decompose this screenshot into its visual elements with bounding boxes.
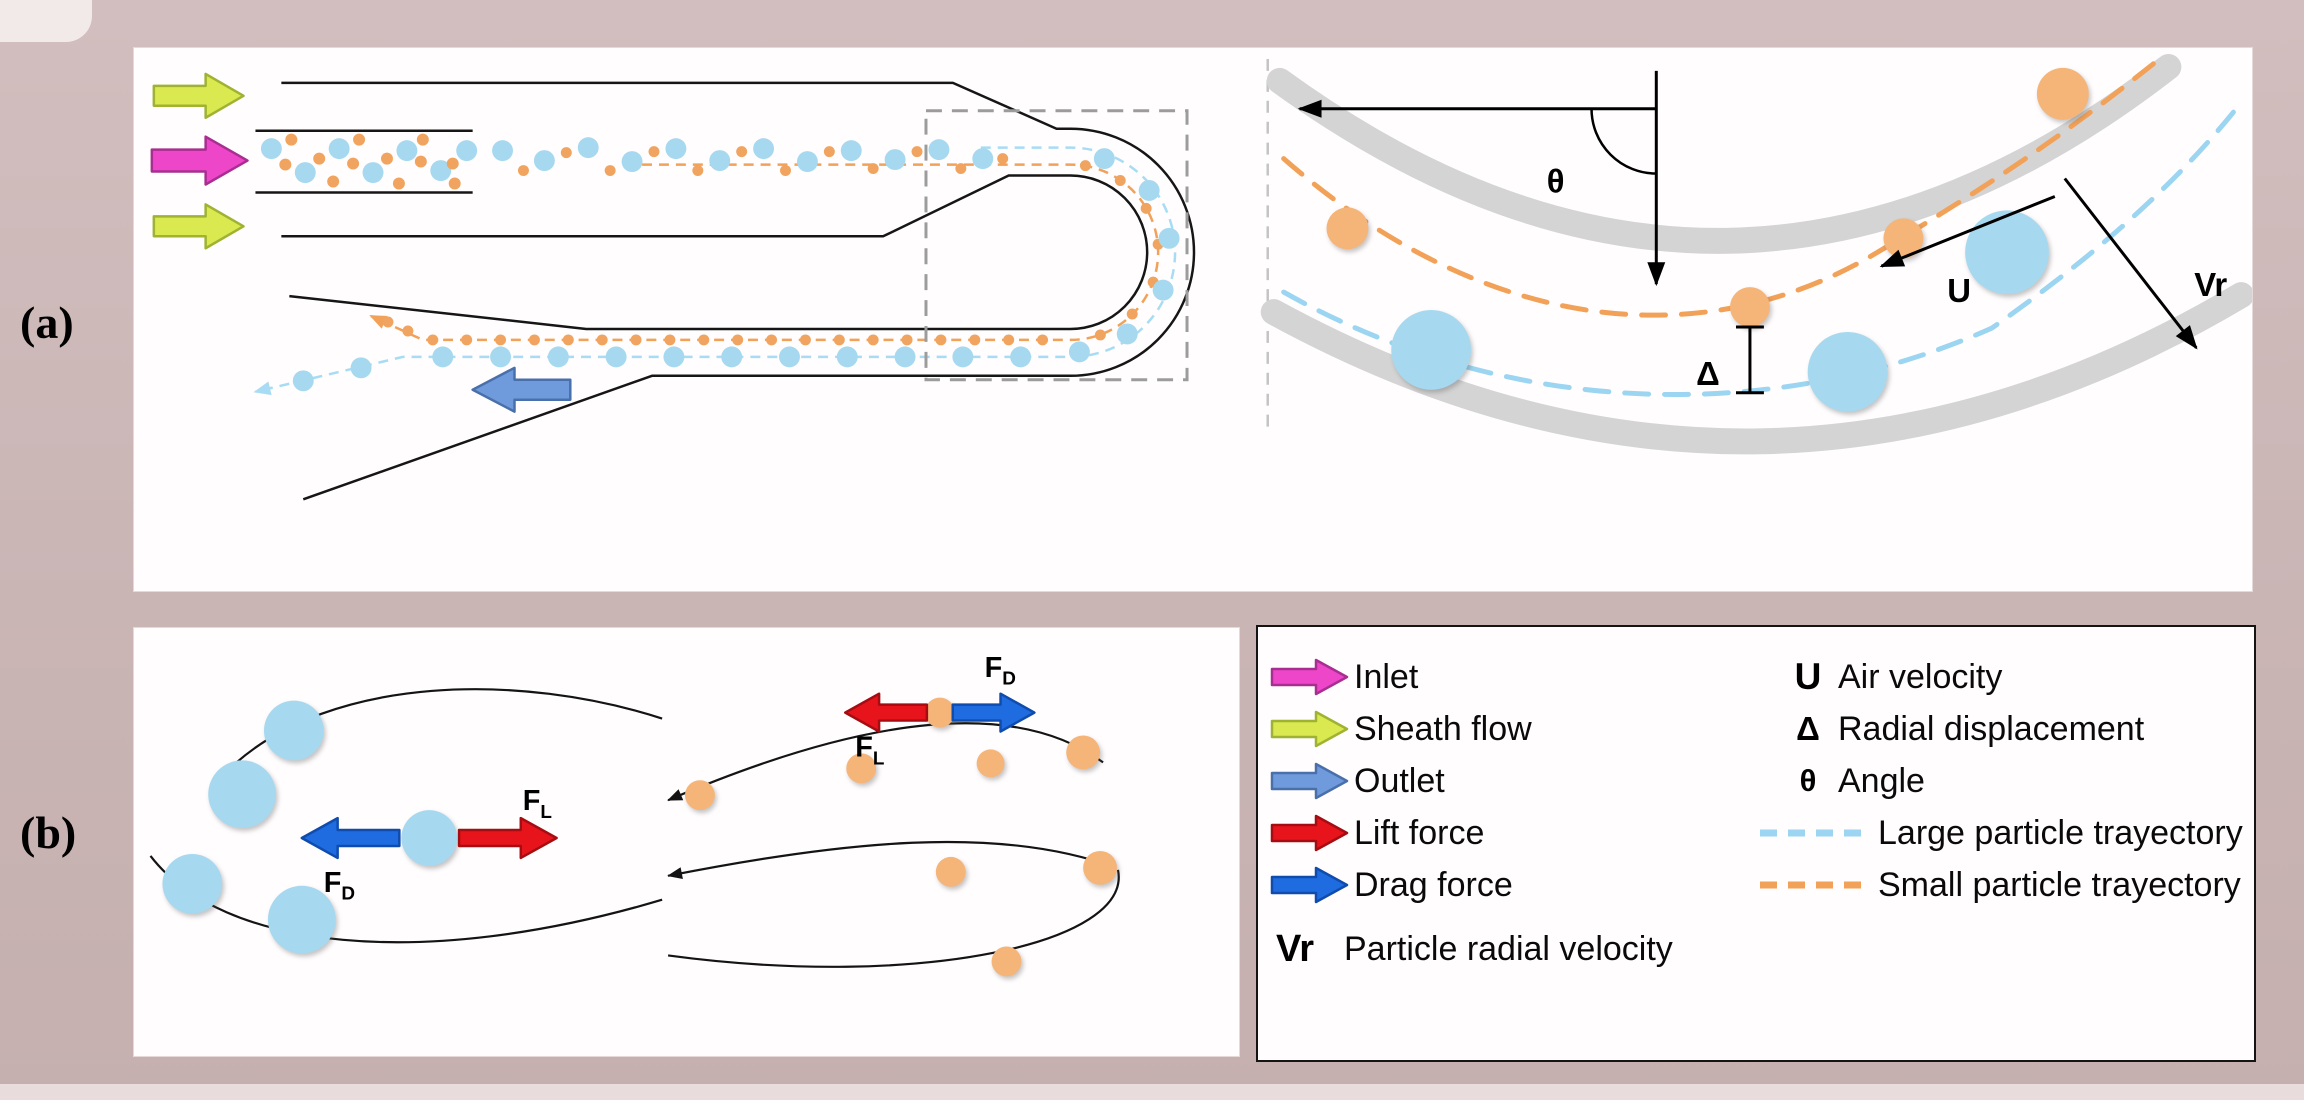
panel-b: FL FD FD FL — [133, 627, 1240, 1057]
panel-a: θ Δ U Vr — [133, 47, 2253, 592]
legend-row-radial-displacement: Δ Radial displacement — [1756, 703, 2243, 755]
curve-particles — [1068, 148, 1180, 363]
legend-label-small-trajectory: Small particle trayectory — [1878, 865, 2241, 904]
outlet-arrow-icon — [1270, 762, 1349, 800]
air-velocity-label: U — [1947, 272, 1971, 309]
legend-label-outlet: Outlet — [1354, 761, 1445, 800]
theta-label: θ — [1547, 162, 1565, 199]
lift-force-label-large: FL — [523, 785, 552, 823]
outlet-arrow — [471, 366, 572, 413]
small-particle-trajectory-zoom — [1281, 60, 2157, 318]
drag-force-arrow-large — [300, 816, 401, 860]
radial-displacement-bar — [1736, 325, 1764, 395]
inlet-arrow-icon — [1270, 658, 1349, 696]
radial-velocity-arrow — [2063, 177, 2198, 350]
magnified-curve-view: θ Δ U Vr — [1260, 53, 2252, 455]
small-particle-forces: FD FL — [844, 652, 1036, 769]
large-particle-trajectory-zoom — [1281, 106, 2239, 397]
legend-row-large-trajectory: Large particle trayectory — [1756, 807, 2243, 859]
legend-label-lift-force: Lift force — [1354, 813, 1485, 852]
delta-symbol: Δ — [1796, 710, 1820, 747]
lift-force-label-small: FL — [855, 731, 884, 769]
drag-force-arrow-icon — [1270, 866, 1349, 904]
large-particle-loop-bottom — [149, 855, 663, 944]
air-velocity-arrow — [1879, 195, 2056, 268]
legend-label-air-velocity: Air velocity — [1838, 657, 2003, 696]
legend-label-large-trajectory: Large particle trayectory — [1878, 813, 2243, 852]
page-margin — [0, 1084, 2304, 1100]
straight-channel-particles — [492, 137, 1009, 177]
theta-symbol: θ — [1799, 763, 1817, 798]
drag-force-label-large: FD — [324, 867, 355, 905]
legend-panel: Inlet Sheath flow Outlet Lift force — [1256, 625, 2256, 1062]
small-trajectory-line-icon — [1760, 881, 1864, 889]
large-particles — [162, 700, 458, 954]
legend-label-inlet: Inlet — [1354, 657, 1419, 696]
zoom-large-particles — [1391, 210, 2049, 412]
inlet-mixed-particles — [260, 133, 478, 190]
inlet-arrow — [150, 135, 249, 186]
legend-left-column: Inlet Sheath flow Outlet Lift force — [1270, 651, 1673, 975]
legend-row-drag-force: Drag force — [1270, 859, 1673, 911]
zoom-small-particles — [1326, 67, 2089, 327]
legend-row-inlet: Inlet — [1270, 651, 1673, 703]
sheath-flow-arrow-icon — [1270, 710, 1349, 748]
small-particle-loop-bottom — [667, 869, 1120, 968]
panel-a-label: (a) — [20, 297, 74, 348]
lift-force-arrow-small — [844, 692, 929, 733]
panel-b-label: (b) — [20, 807, 77, 858]
vr-symbol: Vr — [1276, 927, 1315, 970]
lift-force-arrow-large — [457, 816, 558, 860]
legend-row-angle: θ Angle — [1756, 755, 2243, 807]
curve-inner-wall — [1266, 53, 2182, 254]
microchannel-schematic — [150, 72, 1196, 501]
small-particles — [685, 697, 1117, 977]
small-particle-trajectory-schematic — [369, 163, 1160, 342]
panel-a-drawing: θ Δ U Vr — [150, 53, 2252, 501]
large-particle-forces: FL FD — [300, 785, 558, 905]
legend-label-drag-force: Drag force — [1354, 865, 1513, 904]
large-particle-trajectory-schematic — [253, 146, 1177, 396]
u-symbol: U — [1794, 656, 1822, 697]
delta-label: Δ — [1696, 355, 1720, 392]
legend-row-air-velocity: U Air velocity — [1756, 651, 2243, 703]
panel-b-drawing: FL FD FD FL — [149, 652, 1120, 977]
legend-right-column: U Air velocity Δ Radial displacement θ A… — [1756, 651, 2243, 911]
legend-row-radial-velocity: Vr Particle radial velocity — [1270, 923, 1673, 975]
legend-label-angle: Angle — [1838, 761, 1925, 800]
channel-outer-wall — [281, 81, 1196, 501]
legend-label-radial-displacement: Radial displacement — [1838, 709, 2145, 748]
legend-row-outlet: Outlet — [1270, 755, 1673, 807]
legend-row-lift-force: Lift force — [1270, 807, 1673, 859]
legend-row-small-trajectory: Small particle trayectory — [1756, 859, 2243, 911]
lift-force-arrow-icon — [1270, 814, 1349, 852]
drag-force-label-small: FD — [985, 652, 1016, 690]
sheath-flow-arrow-top — [152, 72, 245, 119]
legend-row-sheath-flow: Sheath flow — [1270, 703, 1673, 755]
small-particle-loop-middle — [667, 840, 1117, 879]
legend-label-sheath-flow: Sheath flow — [1354, 709, 1532, 748]
radial-velocity-label: Vr — [2194, 266, 2227, 303]
sheath-flow-arrow-bottom — [152, 203, 245, 250]
zoom-region-box — [924, 109, 1189, 382]
return-channel-particles — [292, 316, 1049, 392]
angle-arc — [1590, 108, 1657, 175]
drag-force-arrow-small — [951, 692, 1036, 733]
small-particle-loop-top — [667, 722, 1104, 802]
page-corner — [0, 0, 92, 42]
channel-inner-wall — [281, 174, 1149, 331]
legend-label-radial-velocity: Particle radial velocity — [1344, 929, 1673, 968]
large-trajectory-line-icon — [1760, 829, 1864, 837]
